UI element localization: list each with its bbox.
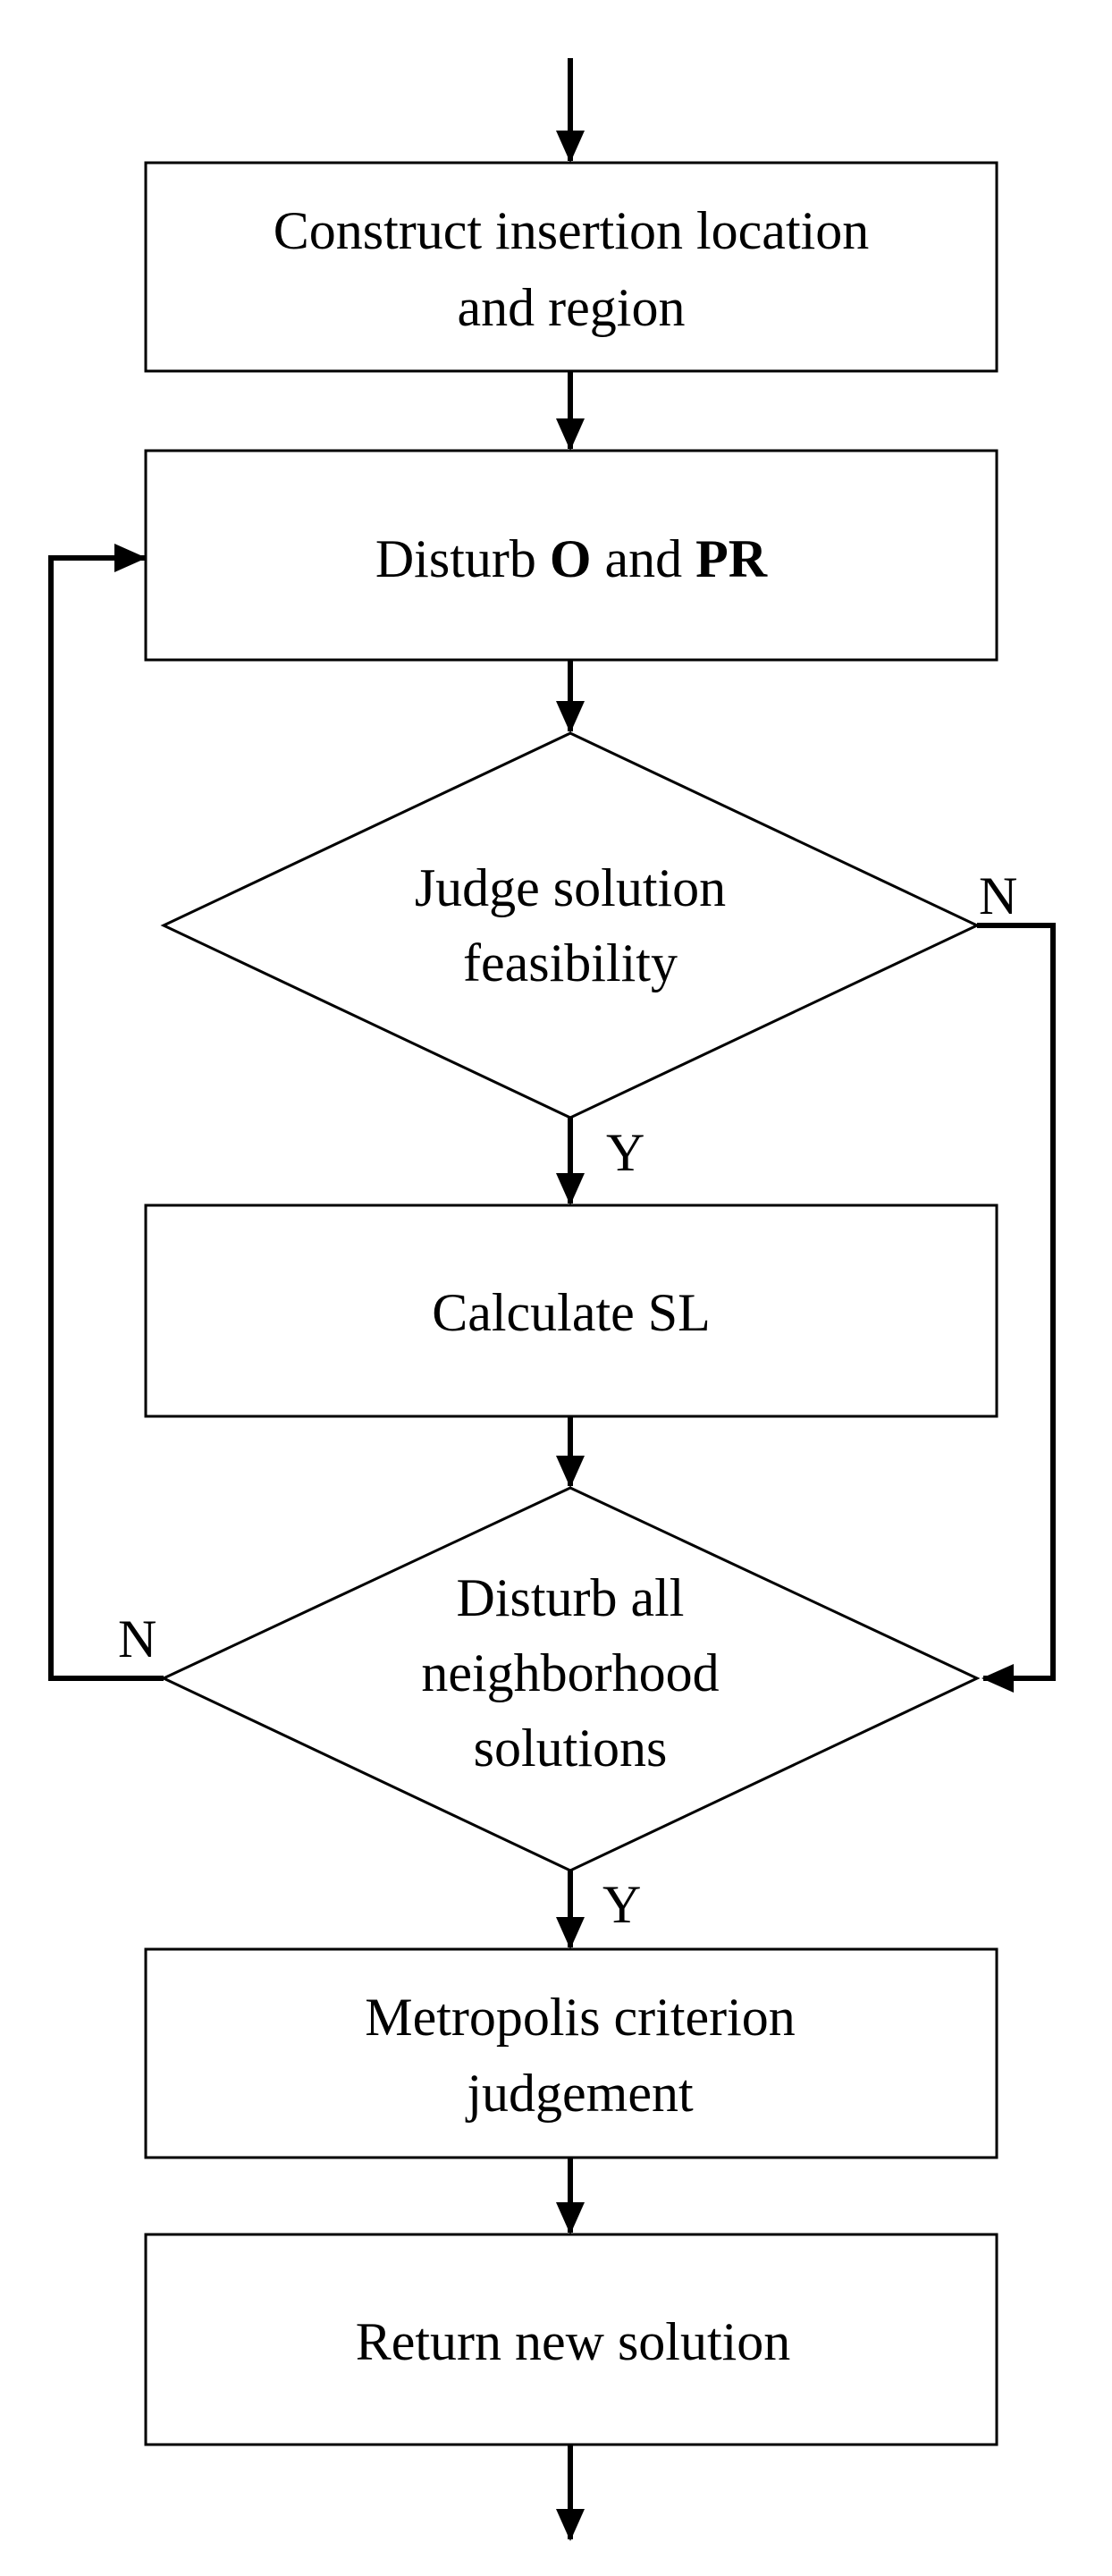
decision-disturb-all-line-2: neighborhood — [421, 1643, 719, 1702]
node-calculate-line-1: Calculate SL — [432, 1283, 711, 1342]
node-disturb-pr: PR — [695, 529, 768, 588]
decision-disturb-all: Disturb all neighborhood solutions — [160, 1486, 981, 1872]
node-disturb-o: O — [550, 529, 592, 588]
node-construct: Construct insertion location and region — [144, 161, 998, 373]
node-metropolis-line-1: Metropolis criterion — [365, 1988, 796, 2047]
edge-labels: N Y N Y — [118, 866, 1017, 1934]
node-construct-line-2: and region — [458, 278, 686, 337]
node-disturb-middle: and — [592, 529, 696, 588]
node-construct-line-1: Construct insertion location — [274, 201, 870, 260]
decision-disturb-all-line-3: solutions — [474, 1719, 668, 1778]
label-judge-yes: Y — [606, 1123, 644, 1182]
node-return-line-1: Return new solution — [356, 2312, 791, 2371]
node-metropolis: Metropolis criterion judgement — [144, 1947, 998, 2159]
arrow-disturb-all-no-to-disturb — [48, 544, 164, 1681]
node-disturb-prefix: Disturb — [375, 529, 550, 588]
label-disturb-all-no: N — [118, 1609, 156, 1668]
label-disturb-all-yes: Y — [602, 1875, 641, 1934]
decision-judge-line-2: feasibility — [463, 933, 678, 992]
decision-disturb-all-line-1: Disturb all — [457, 1568, 685, 1627]
node-metropolis-line-2: judgement — [465, 2064, 694, 2123]
decision-judge-line-1: Judge solution — [415, 858, 726, 917]
node-calculate: Calculate SL — [144, 1204, 998, 1418]
node-disturb-label: Disturb O and PR — [375, 529, 768, 588]
label-judge-no: N — [979, 866, 1017, 925]
arrow-judge-no-to-disturb-all — [977, 923, 1056, 1693]
connectors — [48, 58, 1056, 2541]
node-return: Return new solution — [144, 2233, 998, 2446]
decision-judge: Judge solution feasibility — [160, 731, 981, 1119]
node-disturb: Disturb O and PR — [144, 449, 998, 662]
